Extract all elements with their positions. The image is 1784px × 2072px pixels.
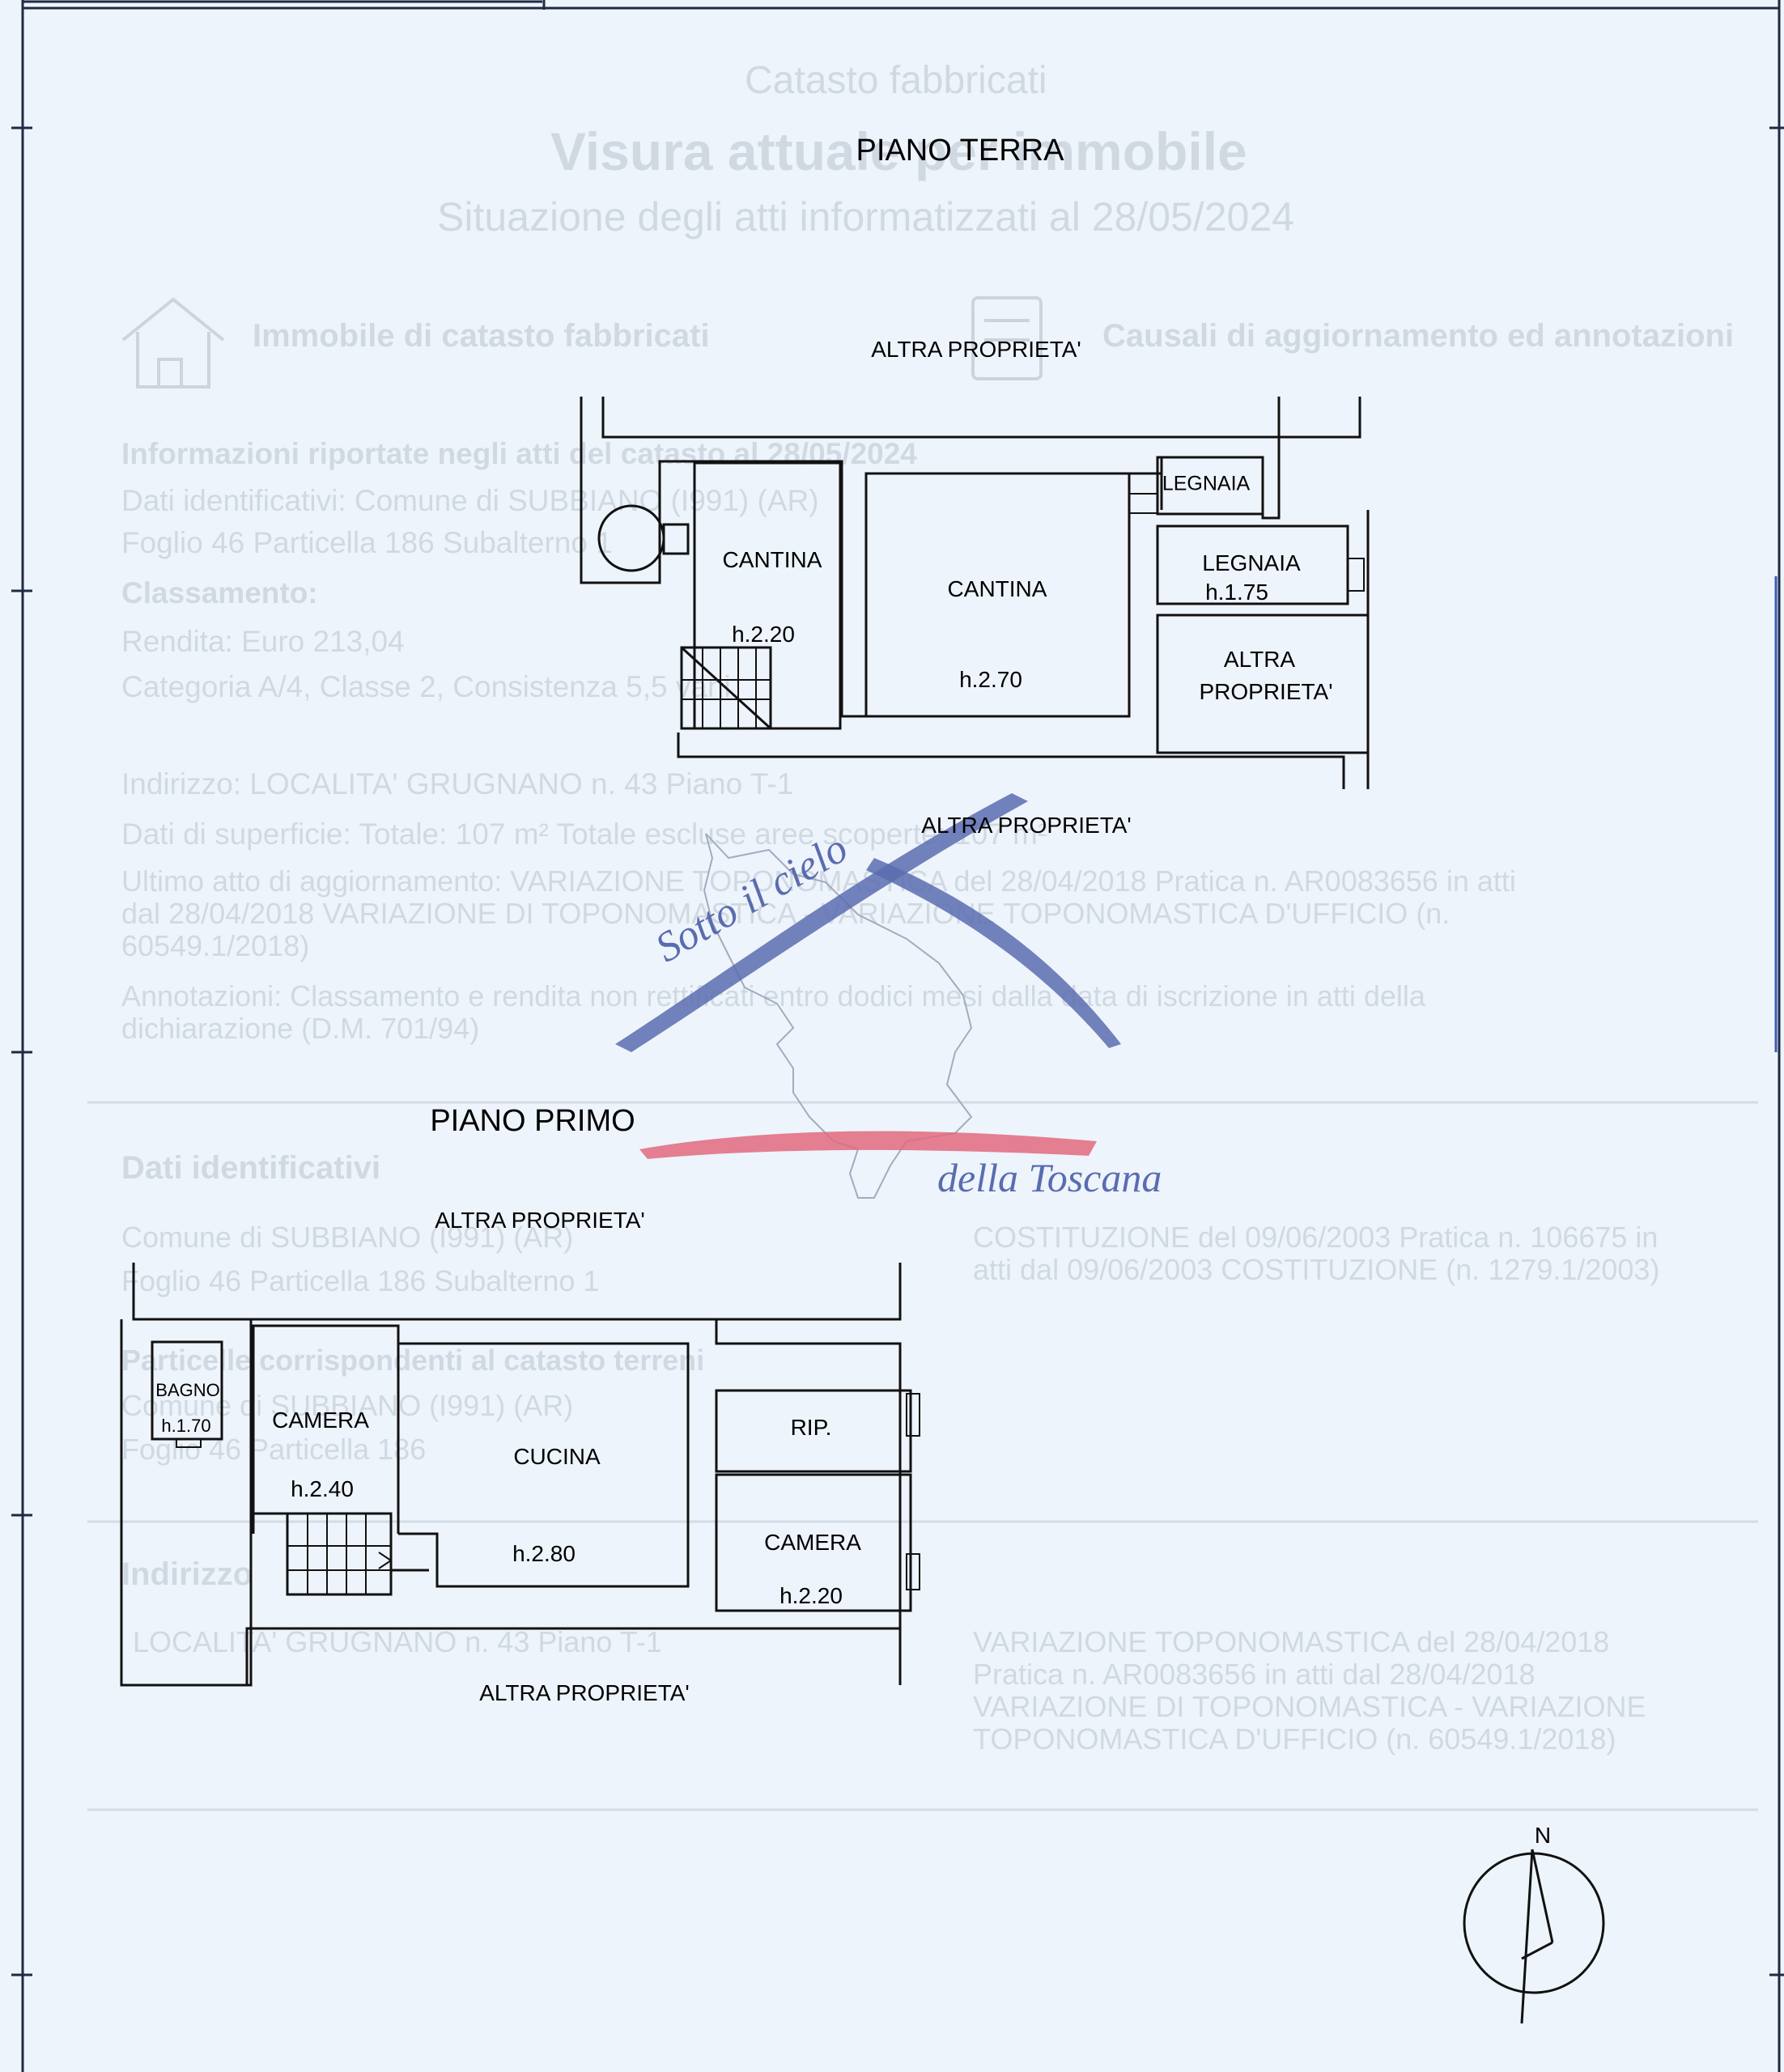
watermark-line: VARIAZIONE DI TOPONOMASTICA - VARIAZIONE [973, 1690, 1646, 1723]
bagno-height: h.1.70 [161, 1416, 211, 1436]
cucina-label: CUCINA [513, 1444, 601, 1469]
watermark-line: Dati di superficie: Totale: 107 m² Total… [121, 817, 1048, 851]
watermark-line: Foglio 46 Particella 186 Subalterno 1 [121, 1264, 600, 1297]
watermark-header-2: Visura attuale per immobile [550, 121, 1247, 181]
compass-north-label: N [1534, 1823, 1552, 1848]
watermark-line: Dati identificativi: Comune di SUBBIANO … [121, 484, 819, 517]
watermark-line: Classamento: [121, 576, 318, 609]
watermark-section-right: Causali di aggiornamento ed annotazioni [1102, 318, 1735, 354]
bagno-label: BAGNO [155, 1380, 220, 1400]
watermark-header-3: Situazione degli atti informatizzati al … [437, 194, 1294, 240]
watermark-line: Comune di SUBBIANO (I991) (AR) [121, 1221, 574, 1254]
logo-blue-stroke-main [615, 793, 1028, 1052]
watermark-house-icon [121, 297, 225, 388]
watermark-line: Comune di SUBBIANO (I991) (AR) [121, 1389, 574, 1422]
watermark-line: dal 28/04/2018 VARIAZIONE DI TOPONOMASTI… [121, 897, 1451, 930]
camera-2-label: CAMERA [764, 1530, 861, 1555]
watermark-line: Particelle corrispondenti al catasto ter… [121, 1344, 705, 1377]
first-floor-plan [120, 1263, 920, 1687]
legnaia-2-label: LEGNAIA [1202, 550, 1301, 575]
rip-label: RIP. [790, 1415, 832, 1440]
first-neighbor-top: ALTRA PROPRIETA' [435, 1208, 645, 1233]
north-arrow-icon [1463, 1849, 1605, 2024]
ground-floor-title: PIANO TERRA [856, 134, 1064, 168]
watermark-line: Rendita: Euro 213,04 [121, 625, 405, 658]
cantina-2-height: h.2.70 [959, 667, 1022, 692]
altra-proprieta-inner-2: PROPRIETA' [1199, 679, 1333, 704]
first-floor-title: PIANO PRIMO [430, 1104, 635, 1138]
watermark-section-left: Immobile di catasto fabbricati [253, 318, 710, 354]
watermark-header-1: Catasto fabbricati [745, 59, 1047, 102]
legnaia-1-label: LEGNAIA [1162, 472, 1251, 495]
watermark-document-icon [971, 296, 1043, 380]
watermark-line: TOPONOMASTICA D'UFFICIO (n. 60549.1/2018… [973, 1722, 1616, 1756]
camera-1-label: CAMERA [272, 1408, 369, 1433]
watermark-line: dichiarazione (D.M. 701/94) [121, 1012, 480, 1045]
watermark-line: Indirizzo: LOCALITA' GRUGNANO n. 43 Pian… [121, 767, 794, 800]
watermark-line: Informazioni riportate negli atti del ca… [121, 437, 917, 470]
watermark-line: Annotazioni: Classamento e rendita non r… [121, 979, 1425, 1013]
cantina-1-height: h.2.20 [732, 622, 795, 647]
altra-proprieta-inner-1: ALTRA [1223, 647, 1296, 672]
watermark-line: Pratica n. AR0083656 in atti dal 28/04/2… [973, 1658, 1536, 1691]
cucina-height: h.2.80 [512, 1541, 576, 1566]
watermark-line: Indirizzo [121, 1556, 253, 1592]
watermark-line: VARIAZIONE TOPONOMASTICA del 28/04/2018 [973, 1625, 1610, 1658]
ground-neighbor-top: ALTRA PROPRIETA' [871, 337, 1081, 362]
watermark-line: 60549.1/2018) [121, 929, 310, 962]
watermark-line: COSTITUZIONE del 09/06/2003 Pratica n. 1… [973, 1221, 1659, 1254]
watermark-line: Categoria A/4, Classe 2, Consistenza 5,5… [121, 670, 731, 703]
legnaia-2-height: h.1.75 [1205, 580, 1268, 605]
logo-blue-stroke-secondary [866, 858, 1121, 1048]
watermark-line: atti dal 09/06/2003 COSTITUZIONE (n. 127… [973, 1253, 1660, 1286]
cantina-1-label: CANTINA [722, 547, 822, 572]
logo-red-stroke [639, 1131, 1097, 1159]
ground-neighbor-bottom: ALTRA PROPRIETA' [921, 813, 1132, 838]
watermark-line: Dati identificativi [121, 1150, 381, 1186]
watermark-line: LOCALITA' GRUGNANO n. 43 Piano T-1 [133, 1625, 662, 1658]
cantina-2-label: CANTINA [947, 576, 1047, 601]
camera-2-height: h.2.20 [779, 1583, 843, 1608]
tuscany-map-icon [703, 833, 973, 1199]
ground-floor-plan [580, 397, 1370, 789]
watermark-line: Foglio 46 Particella 186 Subalterno 1 [121, 526, 613, 559]
logo-line-2: della Toscana [937, 1155, 1162, 1200]
first-neighbor-bottom: ALTRA PROPRIETA' [479, 1680, 690, 1705]
camera-1-height: h.2.40 [291, 1476, 354, 1501]
